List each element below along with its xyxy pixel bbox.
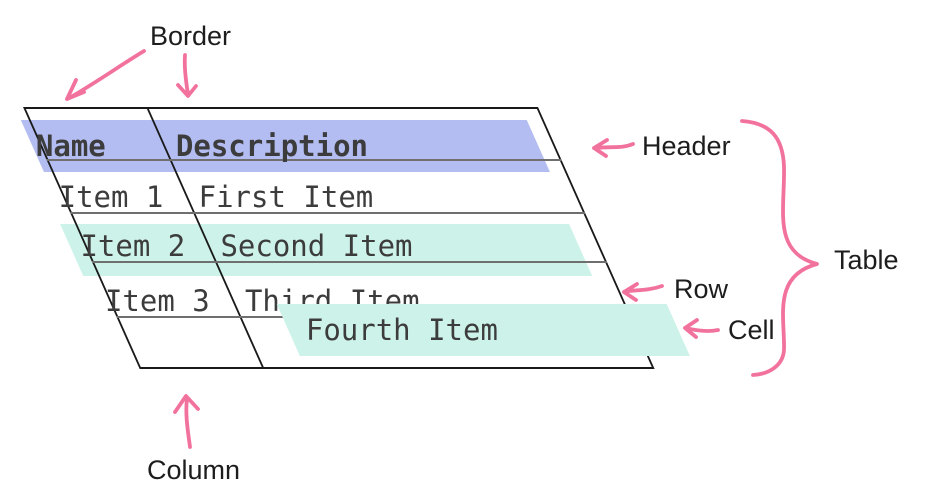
table-cell-empty [132, 351, 264, 369]
table-label: Table [834, 245, 899, 275]
cell-text: Item 3 [104, 284, 210, 318]
cell-text: Fourth Item [305, 313, 498, 347]
cell-text: Item 1 [58, 180, 164, 214]
border-arrow-icon [65, 49, 146, 101]
header-arrow-icon [592, 138, 635, 158]
table-cell: Item 1 [56, 180, 195, 214]
column-arrow-icon [173, 394, 200, 449]
table-cell: First Item [180, 180, 586, 214]
table-row: Item 1 First Item [47, 161, 586, 214]
cell-label: Cell [728, 315, 775, 345]
header-cell-name: Name [33, 129, 171, 163]
header-label: Header [642, 131, 731, 161]
cell-text: Second Item [220, 229, 413, 263]
header-text: Description [175, 129, 368, 163]
cell-text: First Item [198, 180, 374, 214]
table-scene: Name Description Item 1 First Item Item … [20, 107, 690, 369]
cell-highlight-band: Fourth Item [276, 304, 690, 356]
row-arrow-icon [622, 282, 664, 302]
table-header-row: Name Description [23, 107, 562, 163]
table-cell: Item 2 [77, 229, 216, 263]
table-row: Item 2 Second Item [71, 214, 608, 263]
table-cell: Second Item [201, 229, 607, 263]
row-label: Row [674, 274, 729, 304]
header-text: Name [35, 129, 106, 163]
table-cell: Item 3 [102, 284, 241, 318]
cell-text: Item 2 [80, 229, 186, 263]
border-label: Border [150, 21, 232, 51]
header-cell-description: Description [157, 129, 562, 163]
border-arrow-icon [176, 53, 198, 98]
cell-arrow-icon [683, 318, 720, 339]
column-label: Column [147, 455, 241, 485]
